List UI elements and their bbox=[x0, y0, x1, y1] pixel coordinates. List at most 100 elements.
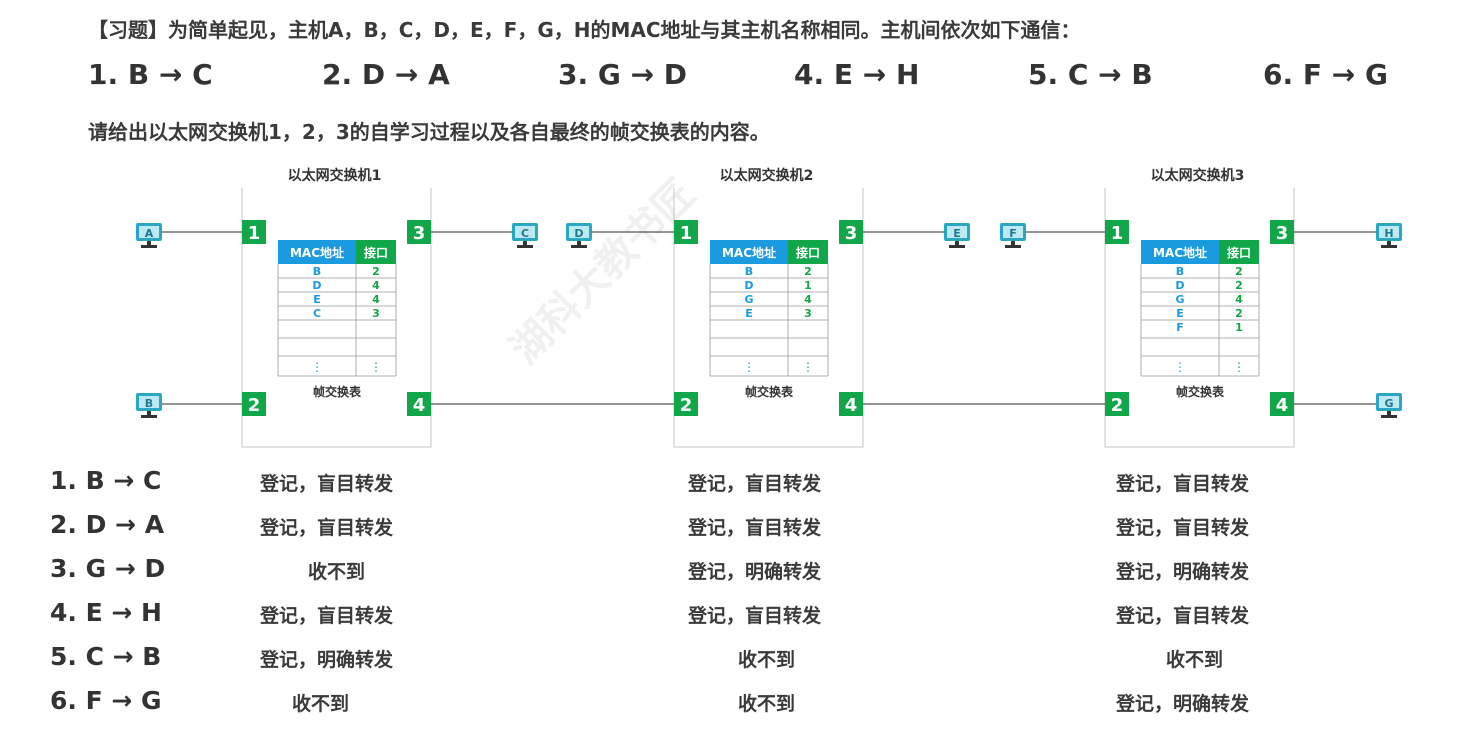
table-port-cell: 1 bbox=[1235, 321, 1243, 334]
question-line-1: 【习题】为简单起见，主机A，B，C，D，E，F，G，H的MAC地址与其主机名称相… bbox=[88, 18, 1081, 42]
result-row-label: 1. B → C bbox=[50, 466, 162, 495]
host-base bbox=[1381, 245, 1397, 248]
result-cell-switch2: 收不到 bbox=[738, 649, 796, 671]
host-base bbox=[1005, 245, 1021, 248]
switch-box-2 bbox=[673, 188, 864, 448]
port-box bbox=[1105, 220, 1129, 244]
host-stand bbox=[147, 411, 151, 415]
table-ellipsis-port: ⋮ bbox=[370, 360, 382, 374]
table-ellipsis-mac: ⋮ bbox=[1174, 360, 1186, 374]
switch-box-3 bbox=[1104, 188, 1295, 448]
table-port-cell: 2 bbox=[372, 265, 380, 278]
switch-box-1 bbox=[241, 188, 432, 448]
host-screen-inner bbox=[1003, 226, 1023, 238]
port-box bbox=[242, 392, 266, 416]
host-label: H bbox=[1384, 227, 1393, 240]
result-cell-switch1: 登记，盲目转发 bbox=[260, 605, 394, 627]
port-label: 2 bbox=[248, 395, 261, 416]
result-cell-switch3: 收不到 bbox=[1166, 649, 1224, 671]
table-mac-cell: D bbox=[312, 279, 321, 292]
table-caption: 帧交换表 bbox=[1176, 384, 1225, 399]
port-label: 3 bbox=[845, 223, 858, 244]
table-ellipsis-port: ⋮ bbox=[1233, 360, 1245, 374]
table-mac-cell: E bbox=[745, 307, 753, 320]
result-row-label: 4. E → H bbox=[50, 598, 162, 627]
result-cell-switch3: 登记，盲目转发 bbox=[1116, 517, 1250, 539]
table-header-port: 接口 bbox=[796, 245, 820, 260]
result-cell-switch3: 登记，明确转发 bbox=[1116, 561, 1250, 583]
host-screen-inner bbox=[1379, 226, 1399, 238]
host-label: E bbox=[953, 227, 961, 240]
table-mac-cell: B bbox=[745, 265, 753, 278]
table-port-cell: 4 bbox=[804, 293, 812, 306]
table-port-cell: 4 bbox=[372, 279, 380, 292]
table-port-cell: 2 bbox=[1235, 307, 1243, 320]
sequence-item-5: 5. C → B bbox=[1028, 58, 1153, 91]
table-port-cell: 2 bbox=[1235, 279, 1243, 292]
host-stand bbox=[147, 241, 151, 245]
result-cell-switch2: 登记，明确转发 bbox=[688, 561, 822, 583]
host-stand bbox=[1387, 411, 1391, 415]
table-port-cell: 4 bbox=[1235, 293, 1243, 306]
result-cell-switch3: 登记，盲目转发 bbox=[1116, 605, 1250, 627]
table-port-cell: 1 bbox=[804, 279, 812, 292]
host-base bbox=[517, 245, 533, 248]
host-base bbox=[571, 245, 587, 248]
port-box bbox=[839, 392, 863, 416]
table-mac-cell: G bbox=[1175, 293, 1184, 306]
table-mac-cell: D bbox=[1175, 279, 1184, 292]
port-label: 2 bbox=[680, 395, 693, 416]
question-line-3: 请给出以太网交换机1，2，3的自学习过程以及各自最终的帧交换表的内容。 bbox=[88, 120, 770, 144]
port-box bbox=[674, 220, 698, 244]
result-row-label: 2. D → A bbox=[50, 510, 165, 539]
port-box bbox=[674, 392, 698, 416]
port-box bbox=[839, 220, 863, 244]
result-cell-switch2: 登记，盲目转发 bbox=[688, 517, 822, 539]
result-cell-switch1: 收不到 bbox=[308, 561, 366, 583]
host-base bbox=[1381, 415, 1397, 418]
host-base bbox=[949, 245, 965, 248]
table-header-port: 接口 bbox=[1227, 245, 1251, 260]
result-cell-switch3: 登记，明确转发 bbox=[1116, 693, 1250, 715]
table-port-cell: 3 bbox=[372, 307, 380, 320]
host-screen-inner bbox=[139, 396, 159, 408]
table-ellipsis-mac: ⋮ bbox=[311, 360, 323, 374]
switch-title-1: 以太网交换机1 bbox=[288, 167, 382, 184]
host-screen-inner bbox=[947, 226, 967, 238]
table-port-cell: 3 bbox=[804, 307, 812, 320]
sequence-item-6: 6. F → G bbox=[1263, 58, 1388, 91]
result-row-label: 3. G → D bbox=[50, 554, 166, 583]
host-stand bbox=[1011, 241, 1015, 245]
table-caption: 帧交换表 bbox=[745, 384, 794, 399]
host-screen-inner bbox=[1379, 396, 1399, 408]
table-port-cell: 2 bbox=[804, 265, 812, 278]
result-row-label: 6. F → G bbox=[50, 686, 162, 715]
port-label: 3 bbox=[413, 223, 426, 244]
table-ellipsis-mac: ⋮ bbox=[743, 360, 755, 374]
port-label: 1 bbox=[248, 223, 261, 244]
host-screen-inner bbox=[569, 226, 589, 238]
table-header-port: 接口 bbox=[364, 245, 388, 260]
port-label: 4 bbox=[1276, 395, 1289, 416]
host-base bbox=[141, 415, 157, 418]
port-label: 1 bbox=[680, 223, 693, 244]
port-box bbox=[1105, 392, 1129, 416]
host-label: B bbox=[145, 397, 153, 410]
table-caption: 帧交换表 bbox=[313, 384, 362, 399]
table-mac-cell: G bbox=[744, 293, 753, 306]
table-header-mac-bg bbox=[1141, 240, 1219, 264]
port-box bbox=[1270, 220, 1294, 244]
table-header-mac-bg bbox=[710, 240, 788, 264]
table-header-mac: MAC地址 bbox=[722, 245, 776, 260]
table-port-cell: 4 bbox=[372, 293, 380, 306]
sequence-item-1: 1. B → C bbox=[88, 58, 213, 91]
host-label: A bbox=[145, 227, 154, 240]
port-label: 4 bbox=[413, 395, 426, 416]
table-mac-cell: B bbox=[1176, 265, 1184, 278]
table-mac-cell: E bbox=[313, 293, 321, 306]
port-label: 1 bbox=[1111, 223, 1124, 244]
host-stand bbox=[1387, 241, 1391, 245]
port-box bbox=[1270, 392, 1294, 416]
host-label: C bbox=[521, 227, 529, 240]
